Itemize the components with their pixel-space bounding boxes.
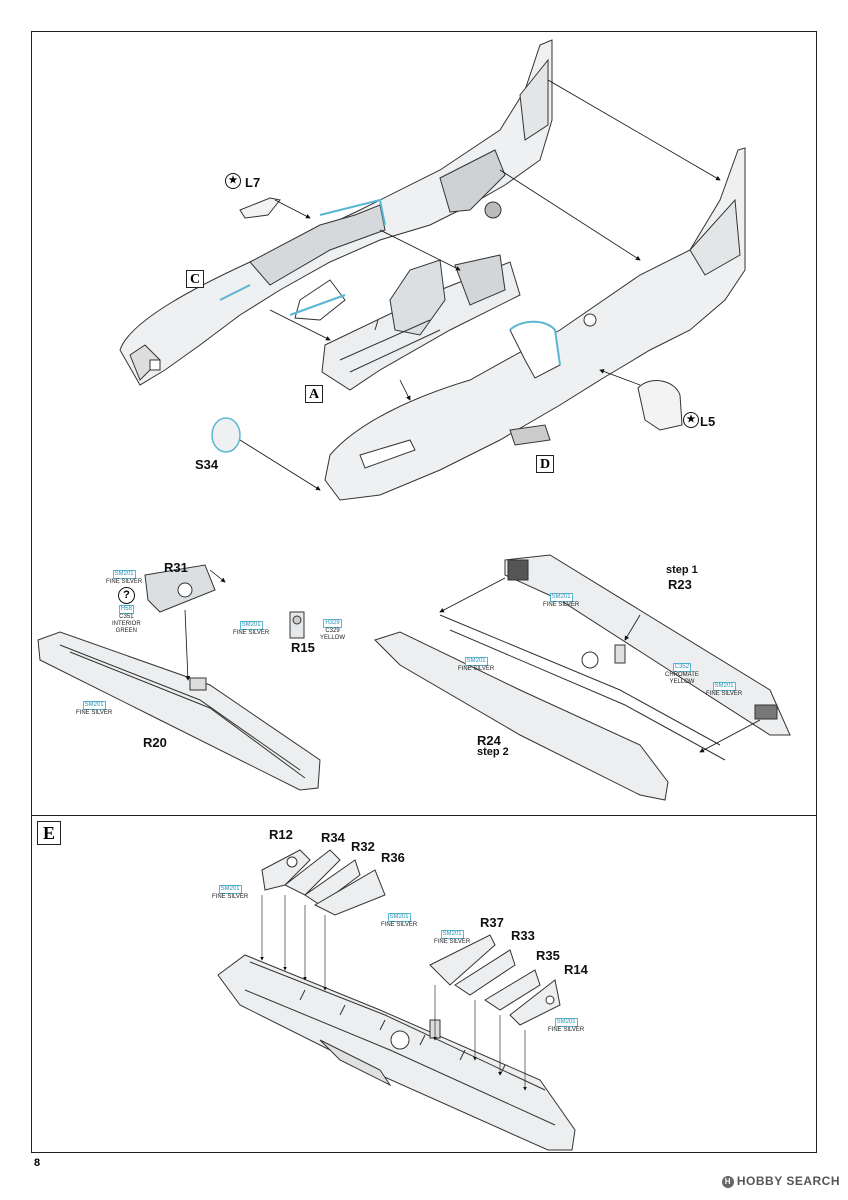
paint-code: SM201 [218,885,242,894]
paint-code: H58 [118,605,134,614]
paint-callout-sm201: SM201 FINE SILVER [543,593,579,609]
paint-callout-sm201: SM201 FINE SILVER [76,701,112,717]
page-number: 8 [34,1157,41,1169]
part-label-R20: R20 [143,735,167,750]
paint-name: FINE SILVER [434,939,471,945]
paint-callout-sm201: SM201 FINE SILVER [381,913,417,929]
paint-name: FINE SILVER [548,1027,585,1033]
paint-code: SM201 [82,701,106,710]
paint-code: H329 [323,619,342,628]
assembly-arrows-mid-right [439,577,761,753]
paint-name: FINE SILVER [233,630,270,636]
paint-name: FINE SILVER [212,894,249,900]
step-label-1: step 1 [666,564,698,576]
paint-callout-h58: H58 C351 INTERIOR GREEN [112,605,141,635]
paint-code: C351 [119,614,134,620]
paint-callout-c352: C352 CHROMATE YELLOW [665,663,699,686]
paint-code: SM201 [387,913,411,922]
section-label-E: E [37,821,61,845]
paint-code: SM201 [554,1018,578,1027]
page-frame [31,31,817,1153]
right-fuselage-half [324,147,746,501]
cockpit-floor-assembly [321,254,521,391]
cockpit-sides-R23-R24 [374,554,791,801]
paint-code: SM201 [712,682,736,691]
floor-R20 [37,564,321,791]
assembly-arrows-mid-left [184,569,226,681]
assembly-arrows-top [239,79,721,491]
part-L7-canopy [239,197,281,219]
star-in-circle-icon: ★ [225,173,241,189]
paint-name: FINE SILVER [458,666,495,672]
section-label-A: A [305,385,323,403]
part-label-R31: R31 [164,560,188,575]
part-label-R24: R24 [477,733,501,748]
paint-name: CHROMATE [665,672,699,678]
paint-callout-sm201: SM201 FINE SILVER [706,682,742,698]
paint-name: FINE SILVER [76,710,113,716]
part-S34-spinner-plate [211,417,241,453]
part-label-S34: S34 [195,457,219,472]
part-label-R36: R36 [381,850,405,865]
paint-callout-sm201: SM201 FINE SILVER [106,570,142,586]
watermark-text: HOBBY SEARCH [736,1174,840,1188]
cockpit-frame-E [217,954,576,1151]
paint-code: SM201 [440,930,464,939]
paint-name: FINE SILVER [543,602,580,608]
part-label-R14: R14 [564,962,588,977]
part-label-R37: R37 [480,915,504,930]
paint-name: FINE SILVER [706,691,743,697]
unknown-color-icon: ? [118,587,135,604]
left-fuselage-half [119,39,553,386]
paint-name: YELLOW [669,678,695,685]
part-label-L5: L5 [700,414,716,429]
paint-callout-sm201: SM201 FINE SILVER [212,885,248,901]
paint-callout-sm201: SM201 FINE SILVER [458,657,494,673]
paint-callout-h329: H329 C329 YELLOW [320,619,345,642]
step-label-2: step 2 [477,746,509,758]
section-label-D: D [536,455,554,473]
part-label-R34: R34 [321,830,345,845]
part-label-R35: R35 [536,948,560,963]
assembly-arrows-bottom [260,895,527,1091]
paint-code: C352 [672,663,692,672]
part-label-R15: R15 [291,640,315,655]
paint-name: FINE SILVER [381,922,418,928]
frame-parts-R12-R36 [261,849,561,1026]
paint-code: SM201 [239,621,263,630]
part-L5-canopy [637,380,683,431]
paint-name: YELLOW [320,634,346,641]
paint-code: SM201 [112,570,136,579]
paint-name: INTERIOR [112,620,141,627]
star-in-circle-icon: ★ [683,412,699,428]
paint-code: SM201 [549,593,573,602]
part-label-L7: L7 [245,175,261,190]
hobby-search-logo-icon: H [721,1175,734,1188]
paint-name: FINE SILVER [106,579,143,585]
part-label-R12: R12 [269,827,293,842]
paint-callout-sm201: SM201 FINE SILVER [233,621,269,637]
part-label-R32: R32 [351,839,375,854]
paint-callout-sm201: SM201 FINE SILVER [548,1018,584,1034]
part-label-R23: R23 [668,577,692,592]
part-label-R33: R33 [511,928,535,943]
paint-callout-sm201: SM201 FINE SILVER [434,930,470,946]
paint-code: SM201 [464,657,488,666]
section-label-C: C [186,270,204,288]
paint-code: C329 [325,628,340,634]
section-divider [31,815,817,816]
paint-name: GREEN [115,627,137,634]
